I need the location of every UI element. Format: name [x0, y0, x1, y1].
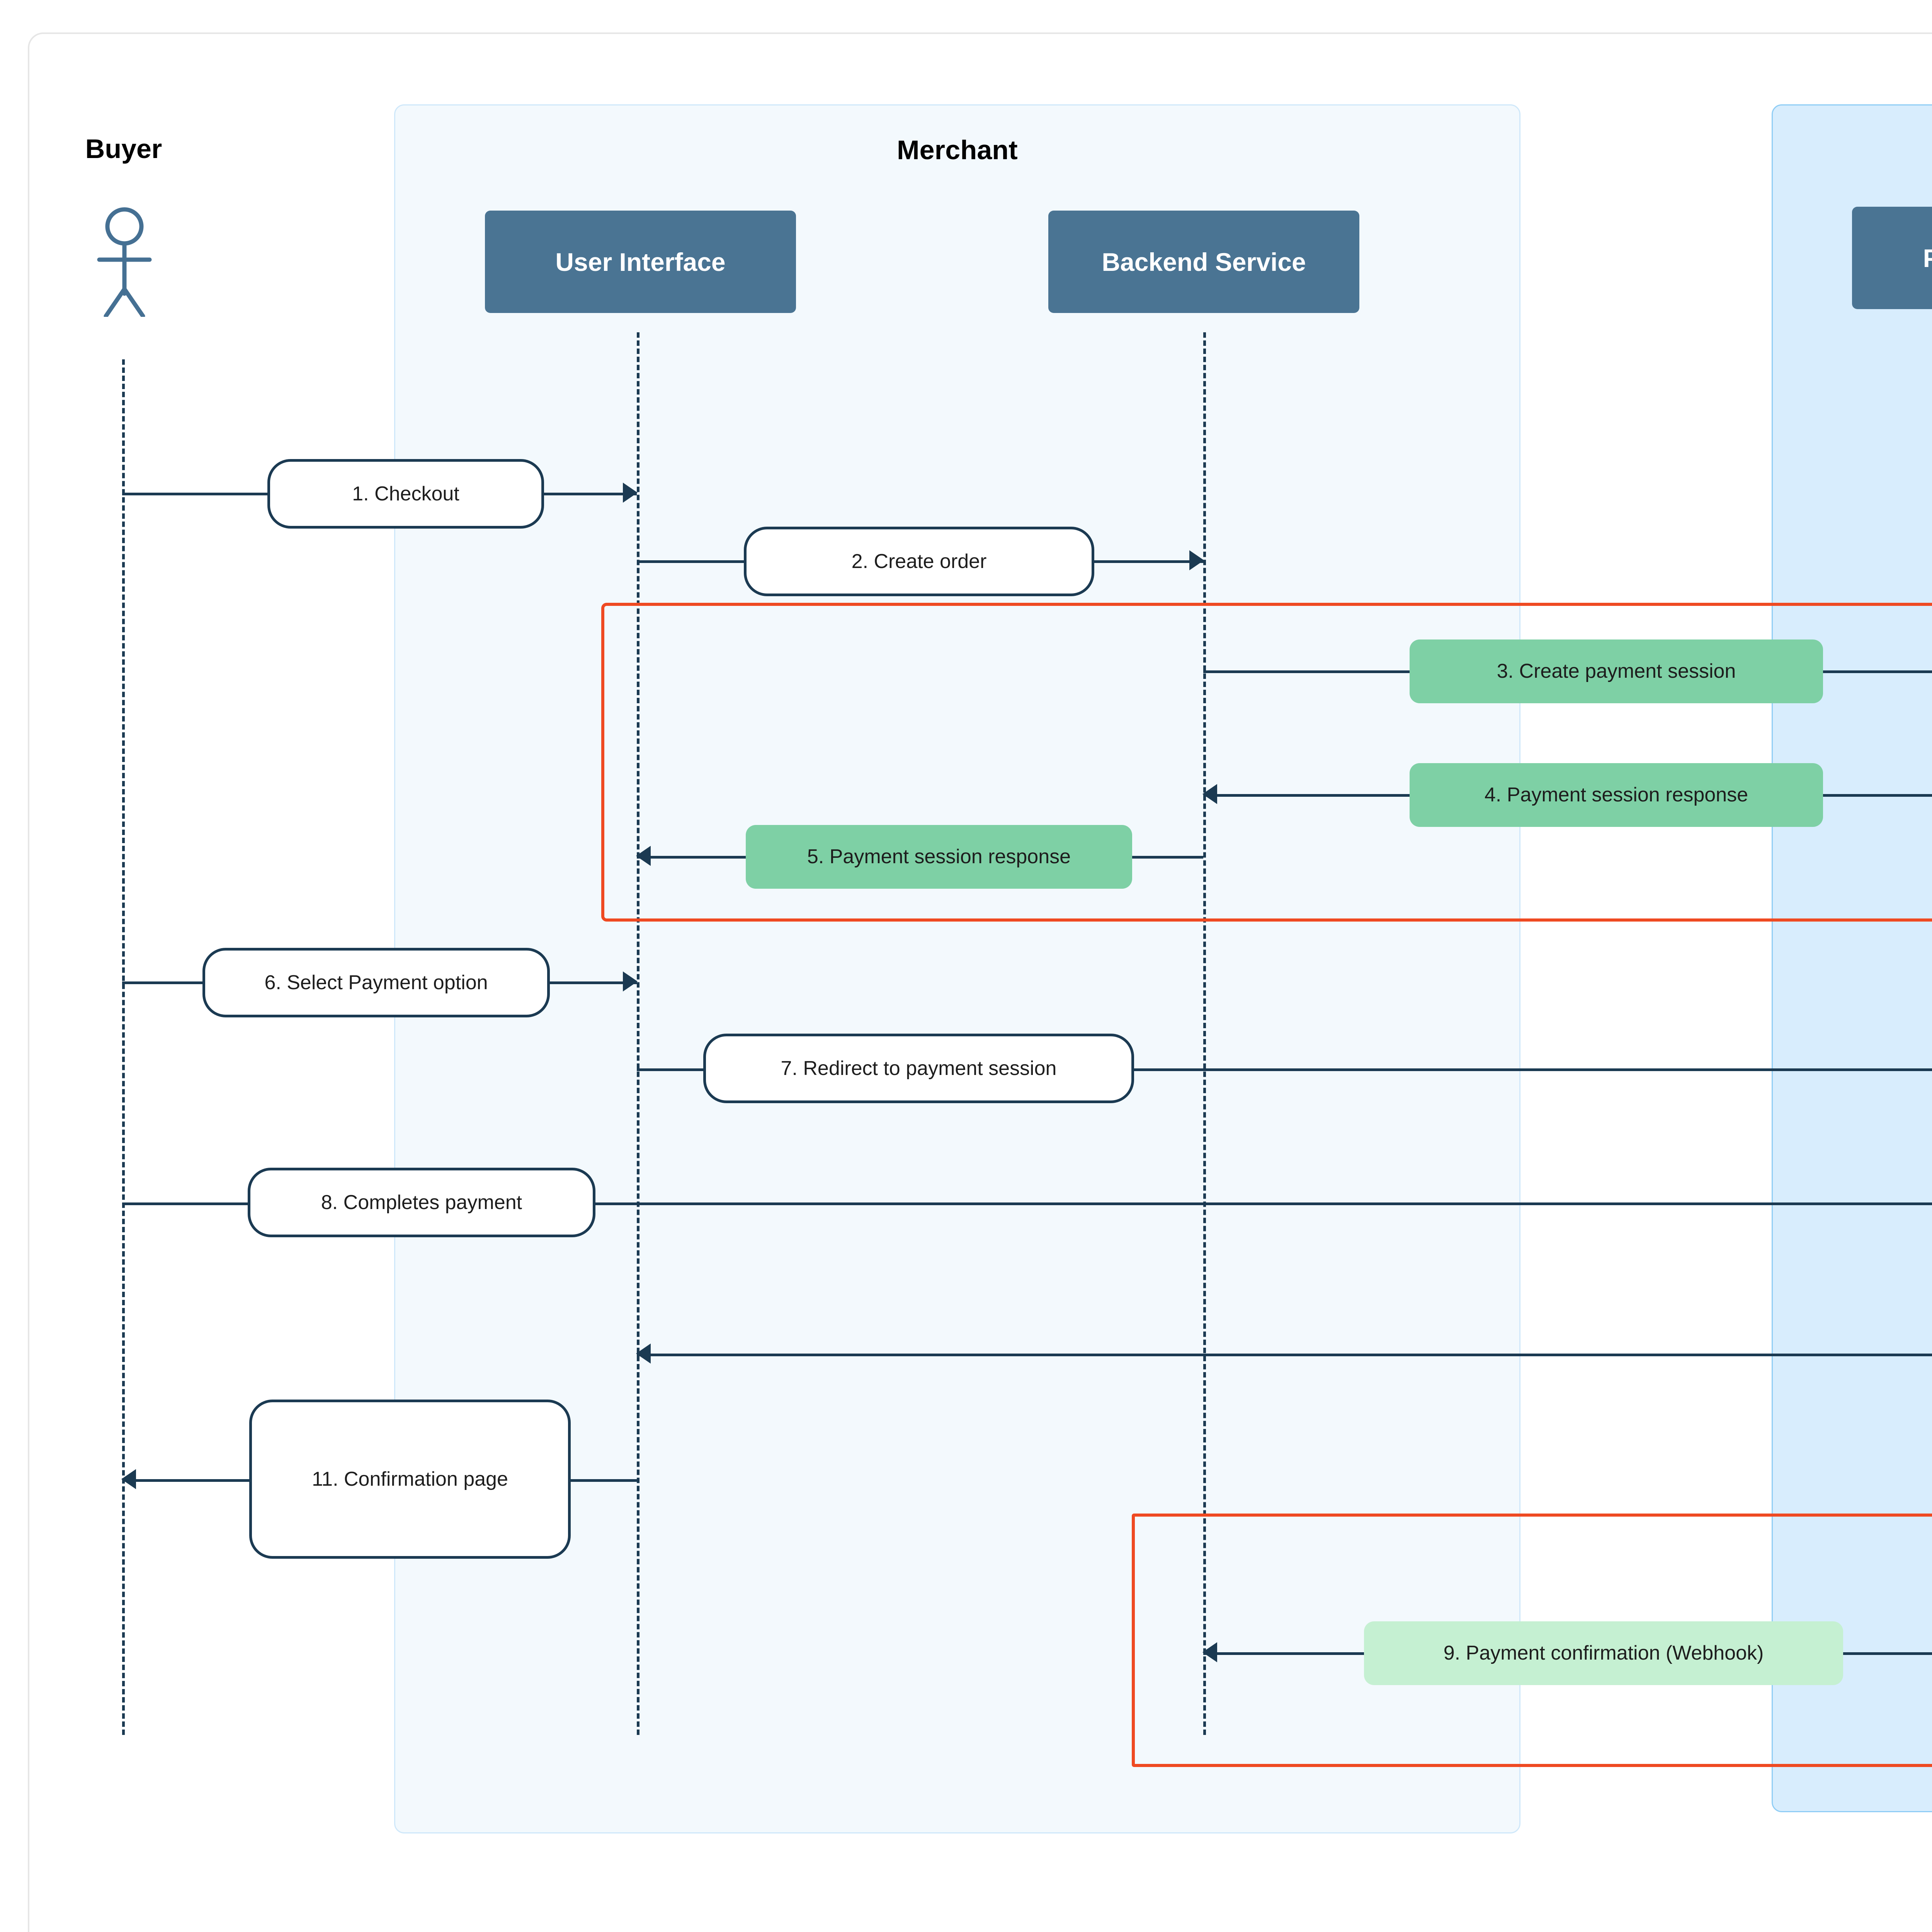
lifeline-ui [637, 332, 639, 1735]
message-7-label[interactable]: 7. Redirect to payment session [703, 1034, 1134, 1103]
message-10-line [637, 1354, 1932, 1356]
group-merchant: Merchant [394, 104, 1520, 1833]
group-sprintcheckout: Sprintcheckout [1772, 104, 1932, 1812]
message-8-text: 8. Completes payment [321, 1191, 522, 1214]
message-11-arrowhead [121, 1469, 136, 1489]
message-5-text: 5. Payment session response [807, 845, 1071, 868]
message-4-arrowhead [1202, 784, 1217, 804]
message-11-text: 11. Confirmation page [312, 1468, 508, 1490]
annotation-frame-b [1132, 1514, 1932, 1767]
participant-backend-service-label: Backend Service [1102, 247, 1306, 276]
message-7-text: 7. Redirect to payment session [781, 1057, 1057, 1080]
message-1-arrowhead [623, 483, 638, 503]
message-5-arrowhead [636, 846, 651, 866]
annotation-frame-a [601, 603, 1932, 922]
message-2-label[interactable]: 2. Create order [744, 527, 1094, 596]
message-2-text: 2. Create order [851, 550, 987, 573]
participant-user-interface-label: User Interface [555, 247, 726, 276]
message-4-text: 4. Payment session response [1484, 784, 1748, 806]
message-7-line [637, 1068, 1932, 1071]
message-6-label[interactable]: 6. Select Payment option [202, 948, 550, 1017]
message-1-text: 1. Checkout [352, 482, 459, 505]
message-9-arrowhead [1202, 1642, 1217, 1662]
group-buyer-title: Buyer [85, 134, 162, 164]
message-2-arrowhead [1189, 550, 1204, 570]
lifeline-buyer [122, 359, 125, 1735]
message-6-arrowhead [623, 971, 638, 992]
lifeline-backend [1203, 332, 1206, 1735]
participant-backend-service[interactable]: Backend Service [1048, 211, 1359, 313]
message-4-label[interactable]: 4. Payment session response [1410, 763, 1823, 827]
group-sprintcheckout-title: Sprintcheckout [1773, 134, 1932, 165]
message-3-label[interactable]: 3. Create payment session [1410, 639, 1823, 703]
message-1-label[interactable]: 1. Checkout [267, 459, 544, 529]
message-8-label[interactable]: 8. Completes payment [248, 1168, 595, 1237]
message-5-label[interactable]: 5. Payment session response [746, 825, 1132, 889]
message-8-line [122, 1202, 1932, 1205]
message-10-arrowhead [636, 1344, 651, 1364]
message-9-text: 9. Payment confirmation (Webhook) [1443, 1642, 1764, 1664]
participant-user-interface[interactable]: User Interface [485, 211, 796, 313]
message-11-label[interactable]: 11. Confirmation page [249, 1400, 571, 1559]
message-6-text: 6. Select Payment option [264, 971, 488, 994]
message-3-text: 3. Create payment session [1497, 660, 1736, 682]
message-9-label[interactable]: 9. Payment confirmation (Webhook) [1364, 1621, 1843, 1685]
buyer-actor-icon [97, 207, 152, 317]
group-merchant-title: Merchant [897, 135, 1018, 165]
